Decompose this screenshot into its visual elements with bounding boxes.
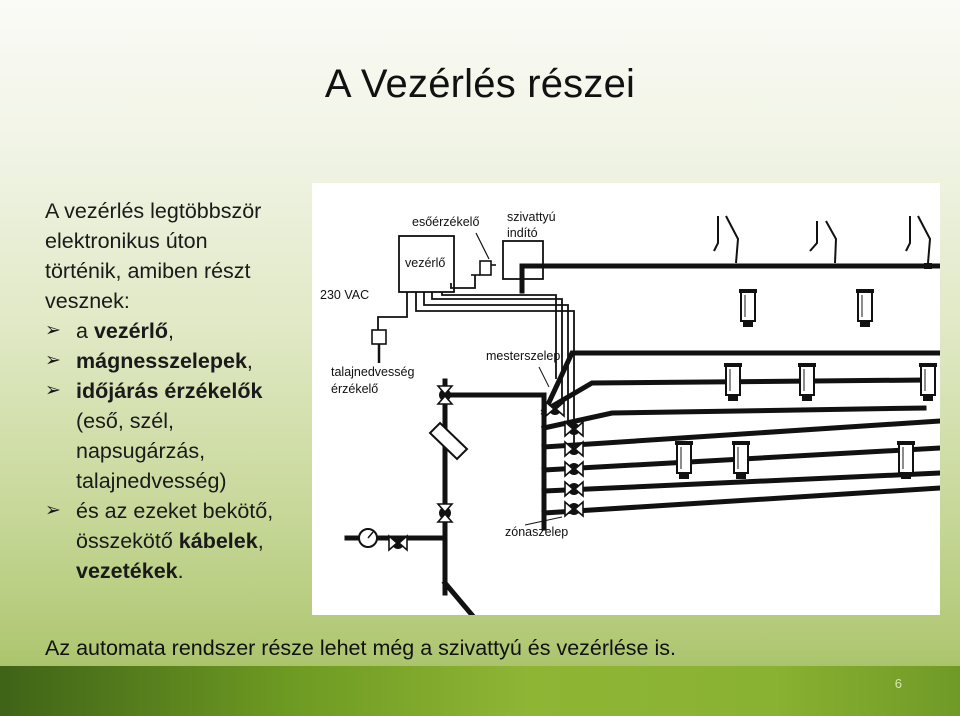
soil-sensor-label: talajnedvesség [331,365,414,379]
rain-sensor-icon [479,260,492,276]
soil-sensor-label: érzékelő [331,382,378,396]
sub-line: vezetékek. [76,559,184,583]
page-number: 6 [894,676,902,691]
main-line-valve-icon [437,503,453,523]
soil-moisture-sensor-icon [371,329,387,345]
sub-line: összekötő kábelek, [76,529,264,553]
drip-head-icon [924,263,932,269]
sprinkler-icon [797,362,817,402]
pressure-gauge-icon [358,528,378,548]
bullet-item: ➢mágnesszelepek, [45,346,307,376]
sub-line: talajnedvesség) [76,469,227,493]
zone-valve-icon [564,461,584,477]
sprinkler-icon [738,288,758,328]
inlet-valve-icon [388,535,408,551]
arrow-bullet-icon: ➢ [45,380,61,401]
master-valve-icon [545,401,565,417]
sprinkler-icon [674,440,694,480]
sprinkler-icon [855,288,875,328]
sub-line: (eső, szél, [76,409,174,433]
controller-label: vezérlő [405,256,445,270]
zone-valve-icon [564,441,584,457]
sub-line: napsugárzás, [76,439,206,463]
arrow-bullet-icon: ➢ [45,500,61,521]
bullet-item: ➢a vezérlő, [45,316,307,346]
footer-bar [0,666,960,716]
bullet-item: ➢időjárás érzékelők [45,376,307,406]
arrow-bullet-icon: ➢ [45,350,61,371]
drip-emitter-icon [713,215,932,264]
zone-valve-icon [564,481,584,497]
zone-valve-icon [564,501,584,517]
rain-sensor-label: esőérzékelő [412,215,479,229]
footer-note: Az automata rendszer része lehet még a s… [45,636,676,660]
zone-valve-icon [564,421,584,437]
slide-title: A Vezérlés részei [324,62,636,106]
zone-valve-label: zónaszelep [505,525,568,539]
controller-box [398,235,455,293]
master-valve-label: mesterszelep [486,349,560,363]
voltage-label: 230 VAC [320,288,369,302]
bullet-item: ➢és az ezeket bekötő, [45,496,307,526]
sprinkler-icon [896,440,916,480]
arrow-bullet-icon: ➢ [45,320,61,341]
sprinkler-icon [918,362,938,402]
pump-starter-label: indító [507,226,538,240]
diagram-svg: esőérzékelő szivattyú indító vezérlő 230… [320,210,940,615]
intro-line: elektronikus úton [45,229,208,253]
irrigation-control-diagram: esőérzékelő szivattyú indító vezérlő 230… [312,183,940,615]
intro-line: A vezérlés legtöbbször [45,199,262,223]
intro-line: történik, amiben részt [45,259,251,283]
sprinkler-icon [723,362,743,402]
sprinkler-icon [731,440,751,480]
bullet-list: A vezérlés legtöbbször elektronikus úton… [45,196,307,586]
main-line-valve-icon [437,385,453,405]
intro-line: vesznek: [45,289,130,313]
pump-starter-label: szivattyú [507,210,556,224]
filter-icon [428,421,469,461]
